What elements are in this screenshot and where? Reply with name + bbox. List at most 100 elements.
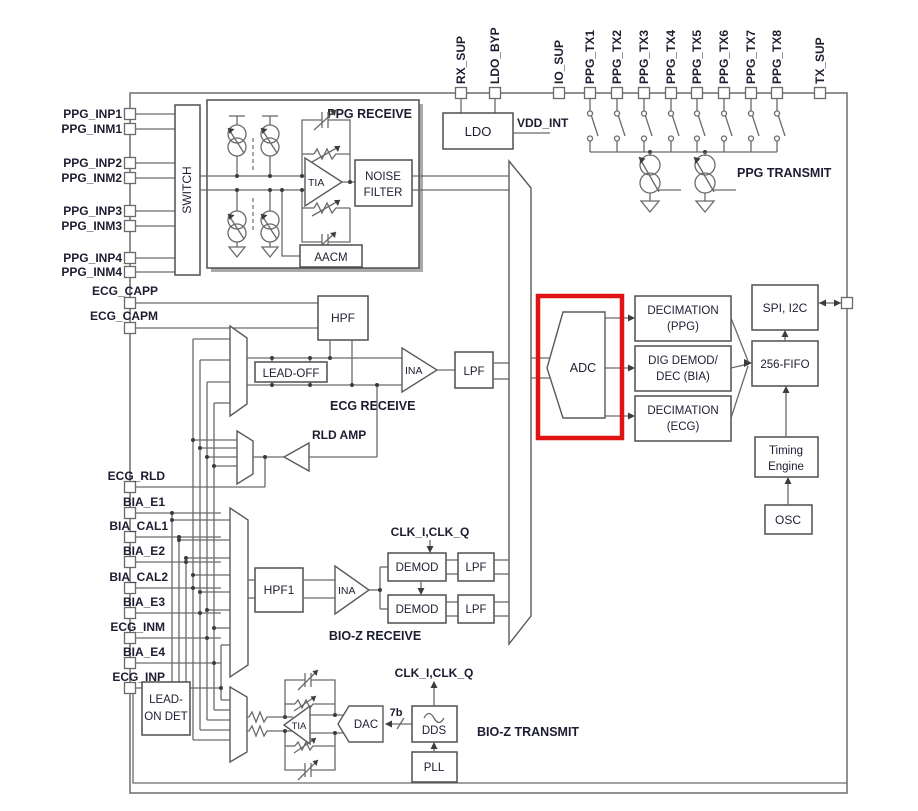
osc-block [764,504,813,535]
pin-label: PPG_INM3 [61,219,122,233]
osc-label: OSC [775,513,801,527]
ldo-section: LDO VDD_INT [442,98,569,150]
tia-label: TIA [308,177,324,189]
bioz-transmit-section: TIA DAC 7b [193,666,579,783]
ppg-receive-title: PPG RECEIVE [327,107,412,121]
decimation-ecg-label: DECIMATION [647,405,718,417]
current-source-icon [638,152,681,214]
switch-block: SWITCH [174,104,201,276]
pin-label: PPG_TX4 [664,30,678,84]
pin-label: PPG_INP2 [63,156,122,170]
lpf-ecg-block [454,351,494,389]
fifo-label: 256-FIFO [760,359,809,371]
ecg-input-mux [229,324,248,418]
ground-icon [639,200,661,214]
ppg-transmit-section: PPG TRANSMIT [586,98,832,214]
resistor-icon [247,724,293,738]
bia-input-mux [229,506,249,679]
adc-label: ADC [570,361,596,375]
decimation-ecg-block [634,395,732,442]
ina-bia-amp [334,564,371,616]
pin-label: PPG_TX1 [583,30,597,84]
current-source-icon [260,115,280,176]
clk-bia-rx-label: CLK_I,CLK_Q [391,525,470,539]
tx-switch-icon [586,98,599,152]
dac-block [337,705,384,743]
rld-mux [236,429,254,486]
adc-section: ADC [531,293,635,441]
dig-demod-bia-label: DEC (BIA) [656,371,710,383]
pin-label: PPG_INM2 [61,171,122,185]
bioz-receive-title: BIO-Z RECEIVE [329,629,421,643]
ground-icon [227,246,247,259]
lead-on-det-section: LEAD- ON DET [141,681,191,736]
dac-label: DAC [354,719,378,731]
noise-filter-block [354,159,413,207]
hpf-block [317,295,369,341]
tia-bia-label: TIA [292,721,307,732]
pin-label: IO_SUP [552,40,566,84]
timing-engine-label: Engine [768,461,804,473]
pin-label: PPG_INP3 [63,204,122,218]
resistor-icon [247,710,293,724]
lpf-bia-top-label: LPF [465,562,486,574]
tx-switch-icon [640,98,653,152]
demod-bot-label: DEMOD [396,604,439,616]
pin-label: PPG_INP1 [63,107,122,121]
feedback-network-icon [301,109,351,182]
adc-highlight-box [535,293,625,441]
spi-i2c-block [751,284,819,331]
bioz-transmit-title: BIO-Z TRANSMIT [477,725,579,739]
decimation-ppg-label: DECIMATION [647,305,718,317]
tx-switch-icon [693,98,706,152]
tia-amp [304,156,344,208]
feedback-network-icon [284,669,336,717]
ppg-transmit-title: PPG TRANSMIT [737,166,832,180]
lead-on-det-label: LEAD- [149,694,183,706]
bus-width-label: 7b [390,707,403,719]
lead-on-det-label: ON DET [144,711,187,723]
pin-label: TX_SUP [813,37,827,84]
tx-switch-icon [773,98,786,152]
pin-label: BIA_E3 [123,595,165,609]
pin-label: PPG_INM1 [61,122,122,136]
dig-demod-bia-label: DIG DEMOD/ [648,355,718,367]
ppg-receive-block: PPG RECEIVE [200,99,423,272]
pin-label: PPG_TX2 [610,30,624,84]
noise-filter-label: FILTER [364,187,403,199]
pin-label: BIA_CAL1 [109,519,168,533]
left-pins: PPG_INP1 PPG_INM1 PPG_INP2 PPG_INM2 PPG_… [61,107,175,695]
digital-backend: DECIMATION (PPG) DIG DEMOD/ DEC (BIA) DE… [634,284,854,535]
tia-bia-amp [282,704,311,746]
demod-bot-block [387,594,447,624]
decimation-ecg-label: (ECG) [667,421,700,433]
tx-switch-icon [747,98,760,152]
tx-switch-icon [720,98,733,152]
lead-off-block [254,361,328,383]
lead-off-label: LEAD-OFF [263,368,320,380]
tx-switch-icon [613,98,626,152]
current-source-icon [227,190,247,259]
pin-label: ECG_INM [110,620,165,634]
feedback-network-icon [284,731,336,781]
pin-label: PPG_INP4 [63,251,122,265]
pin-label: ECG_INP [112,670,165,684]
bioz-receive-section: HPF1 INA DEMOD DEMOD LPF LPF CLK_I,CLK_Q… [170,506,509,679]
ldo-label: LDO [465,124,492,139]
lpf-ecg-label: LPF [463,366,484,378]
current-source-icon [227,115,247,176]
sine-icon [423,712,445,724]
noise-filter-label: NOISE [365,171,401,183]
aacm-label: AACM [314,252,347,264]
ldo-block [442,112,514,150]
ina-bia-label: INA [338,585,356,597]
timing-engine-label: Timing [769,445,803,457]
aacm-block [299,244,363,268]
hpf1-block [254,567,304,613]
pin-label: BIA_E4 [123,645,165,659]
rld-amp-label: RLD AMP [312,428,366,442]
hpf1-label: HPF1 [264,583,295,597]
pin-label: PPG_TX3 [637,30,651,84]
ground-icon [694,200,716,214]
